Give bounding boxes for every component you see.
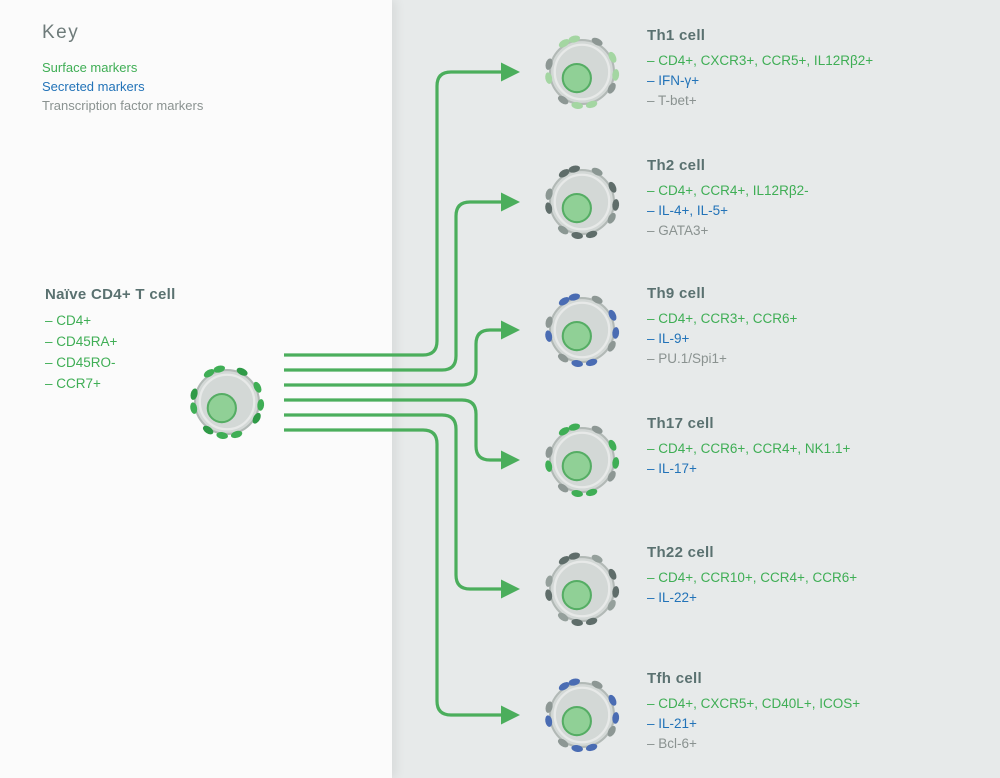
key-panel: Key Surface markers Secreted markers Tra… <box>0 0 392 778</box>
subset-title: Th17 cell <box>647 415 714 432</box>
key-item-secreted: Secreted markers <box>42 79 145 94</box>
marker-line: – IFN-γ+ <box>647 73 700 88</box>
marker-line: – CD4+, CCR6+, CCR4+, NK1.1+ <box>647 441 851 456</box>
marker-line: – IL-9+ <box>647 331 690 346</box>
marker-line: – CCR7+ <box>45 376 101 391</box>
tfh-cell-illustration <box>535 668 629 762</box>
marker-line: – CD4+, CCR4+, IL12Rβ2- <box>647 183 809 198</box>
key-title: Key <box>42 22 80 43</box>
th17-label-block: Th17 cell – CD4+, CCR6+, CCR4+, NK1.1+ –… <box>647 415 850 479</box>
marker-line: – T-bet+ <box>647 93 697 108</box>
th1-cell-illustration <box>535 25 629 119</box>
marker-line: – CD4+, CXCR3+, CCR5+, IL12Rβ2+ <box>647 53 874 68</box>
marker-line: – CD45RO- <box>45 355 116 370</box>
subset-row-th2: Th2 cell – CD4+, CCR4+, IL12Rβ2- – IL-4+… <box>535 155 995 255</box>
key-item-surface: Surface markers <box>42 60 138 75</box>
subset-title: Th22 cell <box>647 544 714 561</box>
th2-cell-illustration <box>535 155 629 249</box>
marker-line: – IL-17+ <box>647 461 697 476</box>
th9-label-block: Th9 cell – CD4+, CCR3+, CCR6+ – IL-9+ – … <box>647 285 797 369</box>
subset-row-tfh: Tfh cell – CD4+, CXCR5+, CD40L+, ICOS+ –… <box>535 668 995 768</box>
th17-cell-illustration <box>535 413 629 507</box>
subset-row-th17: Th17 cell – CD4+, CCR6+, CCR4+, NK1.1+ –… <box>535 413 995 513</box>
th1-label-block: Th1 cell – CD4+, CXCR3+, CCR5+, IL12Rβ2+… <box>647 27 873 111</box>
marker-line: – CD4+ <box>45 313 92 328</box>
marker-line: – CD4+, CXCR5+, CD40L+, ICOS+ <box>647 696 861 711</box>
tfh-label-block: Tfh cell – CD4+, CXCR5+, CD40L+, ICOS+ –… <box>647 670 860 754</box>
naive-cell-label-block: Naïve CD4+ T cell – CD4+ – CD45RA+ – CD4… <box>45 286 176 394</box>
naive-cell-title: Naïve CD4+ T cell <box>45 286 176 303</box>
subset-row-th9: Th9 cell – CD4+, CCR3+, CCR6+ – IL-9+ – … <box>535 283 995 383</box>
th22-cell-illustration <box>535 542 629 636</box>
th9-cell-illustration <box>535 283 629 377</box>
subset-row-th22: Th22 cell – CD4+, CCR10+, CCR4+, CCR6+ –… <box>535 542 995 642</box>
subset-row-th1: Th1 cell – CD4+, CXCR3+, CCR5+, IL12Rβ2+… <box>535 25 995 125</box>
marker-line: – CD45RA+ <box>45 334 118 349</box>
key: Key Surface markers Secreted markers Tra… <box>42 22 203 115</box>
marker-line: – CD4+, CCR3+, CCR6+ <box>647 311 798 326</box>
th2-label-block: Th2 cell – CD4+, CCR4+, IL12Rβ2- – IL-4+… <box>647 157 809 241</box>
subset-title: Th1 cell <box>647 27 706 44</box>
marker-line: – CD4+, CCR10+, CCR4+, CCR6+ <box>647 570 858 585</box>
subset-title: Th9 cell <box>647 285 706 302</box>
marker-line: – PU.1/Spi1+ <box>647 351 727 366</box>
marker-line: – IL-4+, IL-5+ <box>647 203 729 218</box>
marker-line: – Bcl-6+ <box>647 736 697 751</box>
marker-line: – IL-22+ <box>647 590 697 605</box>
marker-line: – IL-21+ <box>647 716 697 731</box>
subset-title: Tfh cell <box>647 670 702 687</box>
key-item-tf: Transcription factor markers <box>42 98 204 113</box>
th22-label-block: Th22 cell – CD4+, CCR10+, CCR4+, CCR6+ –… <box>647 544 857 608</box>
subset-title: Th2 cell <box>647 157 706 174</box>
naive-cell-illustration <box>180 355 274 449</box>
marker-line: – GATA3+ <box>647 223 709 238</box>
